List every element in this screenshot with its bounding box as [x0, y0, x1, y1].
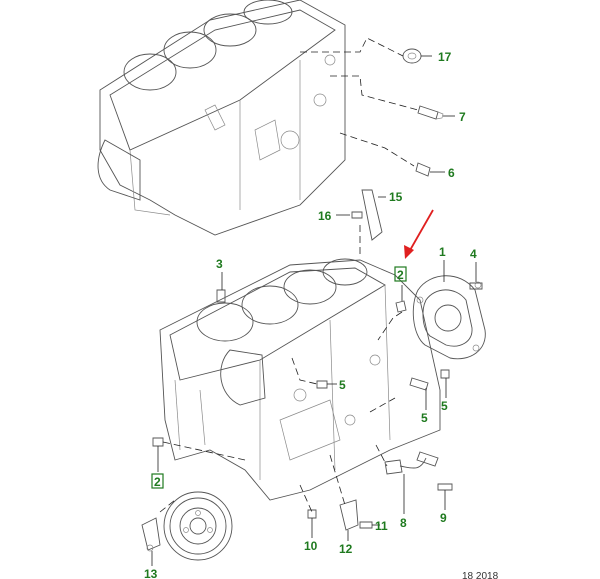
bracket-13 [141, 517, 161, 551]
plug-5b [409, 377, 429, 391]
callout-2-upper-box [394, 266, 407, 282]
callout-7: 7 [459, 110, 466, 124]
callout-17: 17 [438, 50, 452, 64]
callout-12: 12 [339, 542, 353, 556]
sensor-7 [417, 105, 439, 120]
engine-block-upper [97, 0, 346, 236]
callout-13: 13 [144, 567, 158, 579]
callout-2-upper: 2 [397, 268, 404, 282]
flywheel [163, 491, 233, 561]
bolt-10 [307, 509, 317, 519]
callout-9: 9 [440, 511, 447, 525]
engine-block-lower [159, 258, 441, 501]
assembly-lines [159, 37, 419, 513]
callout-4: 4 [470, 247, 477, 261]
small-parts [141, 48, 483, 552]
callout-11: 11 [375, 519, 388, 533]
bolt-16 [351, 211, 363, 219]
dowel-3 [216, 289, 226, 303]
callout-5-a: 5 [339, 378, 346, 392]
plug-5a [316, 380, 328, 389]
bracket-15 [361, 189, 383, 241]
dowel-2-lower [152, 437, 164, 447]
callout-8: 8 [400, 516, 407, 530]
plug-17 [402, 48, 422, 64]
dowel-2-upper [395, 300, 407, 313]
callout-16: 16 [318, 209, 332, 223]
sensor-8-cable [399, 457, 427, 469]
bolt-9 [437, 483, 453, 491]
callout-5-c: 5 [441, 399, 448, 413]
sensor-6 [415, 162, 431, 177]
callout-labels: 17 7 6 15 16 3 1 4 2 5 5 5 2 8 9 11 10 1… [144, 50, 477, 579]
diagram-code: 18 2018 [462, 571, 499, 579]
red-arrow-indicator [404, 209, 434, 259]
callout-2-lower: 2 [154, 475, 161, 489]
sensor-8 [384, 459, 403, 475]
callout-10: 10 [304, 539, 318, 553]
callout-5-b: 5 [421, 411, 428, 425]
callout-15: 15 [389, 190, 403, 204]
plug-5c [440, 369, 450, 379]
bolt-4 [469, 282, 483, 290]
callout-1: 1 [439, 245, 446, 259]
rear-seal-housing [412, 275, 486, 360]
bracket-12 [339, 499, 359, 531]
callout-2-lower-box [151, 473, 164, 489]
callout-6: 6 [448, 166, 455, 180]
callout-3: 3 [216, 257, 223, 271]
bolt-11 [359, 521, 373, 529]
leader-lines [151, 55, 477, 566]
